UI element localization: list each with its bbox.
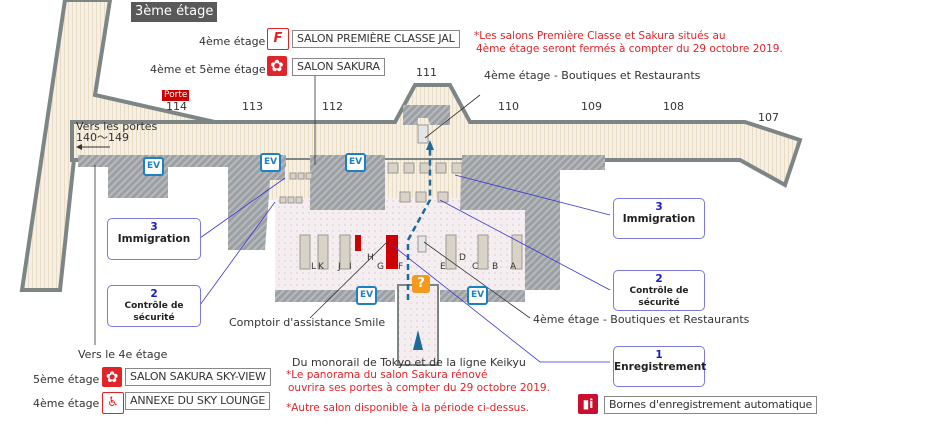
counter-label: B — [492, 262, 499, 272]
gate-114[interactable]: 114 — [166, 100, 187, 113]
smile-assistance-counter — [386, 235, 398, 269]
elevator-icon: EV — [143, 157, 164, 176]
shops-label-bottom: 4ème étage - Boutiques et Restaurants — [533, 313, 750, 326]
closure-notice-line2: 4ème étage seront fermés à compter du 29… — [476, 43, 783, 55]
counter-label: L — [311, 262, 317, 272]
gate-113[interactable]: 113 — [242, 100, 263, 113]
alternative-lounge-notice: *Autre salon disponible à la période ci-… — [286, 402, 530, 414]
counter-label: A — [510, 262, 517, 272]
sky-lounge-icon: ♿ — [102, 392, 124, 414]
lounge-floor-label: 5ème étage — [33, 373, 100, 386]
route-arrow-head — [426, 140, 434, 150]
to-gates-range: 140～149 — [76, 131, 129, 144]
wall-block — [275, 290, 395, 302]
escalator — [417, 124, 429, 144]
entrance-corridor — [397, 284, 439, 366]
callout-number: 3 — [655, 201, 663, 213]
wall-block — [460, 155, 605, 290]
wall-block — [403, 105, 450, 125]
counter-label: F — [398, 262, 404, 272]
lounge-sakura[interactable]: SALON SAKURA — [292, 58, 385, 76]
gate-111[interactable]: 111 — [416, 66, 437, 79]
escalator — [417, 235, 427, 253]
callout-label: Immigration — [622, 213, 696, 225]
floor-title: 3ème étage — [131, 2, 218, 22]
callout-label: Enregistrement — [614, 361, 707, 373]
callout-security-right[interactable]: 2 Contrôle de sécurité — [613, 270, 705, 311]
callout-number: 2 — [655, 273, 663, 285]
callout-number: 1 — [655, 349, 663, 361]
to-4th-floor-label: Vers le 4e étage — [78, 348, 168, 361]
callout-label: Contrôle de sécurité — [629, 286, 689, 308]
lounge-sky-annex[interactable]: ANNEXE DU SKY LOUNGE — [125, 392, 271, 410]
callout-label: Contrôle de sécurité — [124, 301, 184, 323]
callout-number: 2 — [150, 288, 158, 300]
callout-immigration-left[interactable]: 3 Immigration — [107, 218, 201, 260]
smile-desk-label: Comptoir d'assistance Smile — [229, 316, 386, 329]
elevator-icon: EV — [345, 153, 366, 172]
legend-kiosk-label: Bornes d'enregistrement automatique — [604, 396, 818, 414]
gate-112[interactable]: 112 — [322, 100, 343, 113]
gate-107[interactable]: 107 — [758, 111, 779, 124]
lounge-first-class[interactable]: SALON PREMIÈRE CLASSE JAL — [292, 30, 460, 48]
lounge-floor-label: 4ème étage — [33, 397, 100, 410]
counter-label: G — [377, 262, 384, 272]
lounge-sakura-sky-view[interactable]: SALON SAKURA SKY-VIEW — [125, 368, 271, 386]
security-gates — [279, 162, 463, 204]
elevator-icon: EV — [356, 286, 377, 305]
callout-label: Immigration — [117, 233, 191, 245]
self-checkin-kiosk-icon: ▮i — [578, 394, 598, 414]
information-icon[interactable]: ? — [412, 275, 430, 293]
wall-block — [228, 155, 285, 250]
counter-label: H — [367, 253, 374, 263]
sakura-lounge-icon: ✿ — [267, 56, 287, 76]
lounge-floor-label: 4ème étage — [199, 35, 266, 48]
closure-notice-line1: *Les salons Première Classe et Sakura si… — [474, 30, 726, 42]
entrance-arrow — [413, 330, 423, 350]
counter-label: K — [318, 262, 324, 272]
elevator-icon: EV — [260, 153, 281, 172]
gate-108[interactable]: 108 — [663, 100, 684, 113]
counter-label: J — [338, 262, 341, 272]
gate-badge: Porte — [162, 90, 190, 101]
counter-label: I — [349, 262, 352, 272]
sakura-lounge-icon: ✿ — [102, 367, 122, 387]
gate-109[interactable]: 109 — [581, 100, 602, 113]
lounge-floor-label: 4ème et 5ème étage — [150, 63, 266, 76]
smile-counter — [355, 235, 361, 251]
route-arrow — [406, 150, 432, 300]
counter-label: C — [472, 262, 479, 272]
renovation-notice-line1: *Le panorama du salon Sakura rénové — [286, 369, 488, 381]
callout-immigration-right[interactable]: 3 Immigration — [613, 198, 705, 239]
callout-security-left[interactable]: 2 Contrôle de sécurité — [107, 285, 201, 327]
gate-110[interactable]: 110 — [498, 100, 519, 113]
callout-checkin[interactable]: 1 Enregistrement — [613, 346, 707, 387]
callout-number: 3 — [150, 221, 158, 233]
checkin-counters — [299, 234, 523, 270]
to-gates-label: Vers les portes — [76, 120, 158, 133]
elevator-icon: EV — [467, 286, 488, 305]
first-class-icon: F — [267, 28, 289, 50]
monorail-label: Du monorail de Tokyo et de la ligne Keik… — [292, 356, 526, 369]
renovation-notice-line2: ouvrira ses portes à compter du 29 octob… — [288, 382, 550, 394]
shops-label-top: 4ème étage - Boutiques et Restaurants — [484, 69, 701, 82]
counter-label: E — [440, 262, 446, 272]
counter-label: D — [459, 253, 466, 263]
